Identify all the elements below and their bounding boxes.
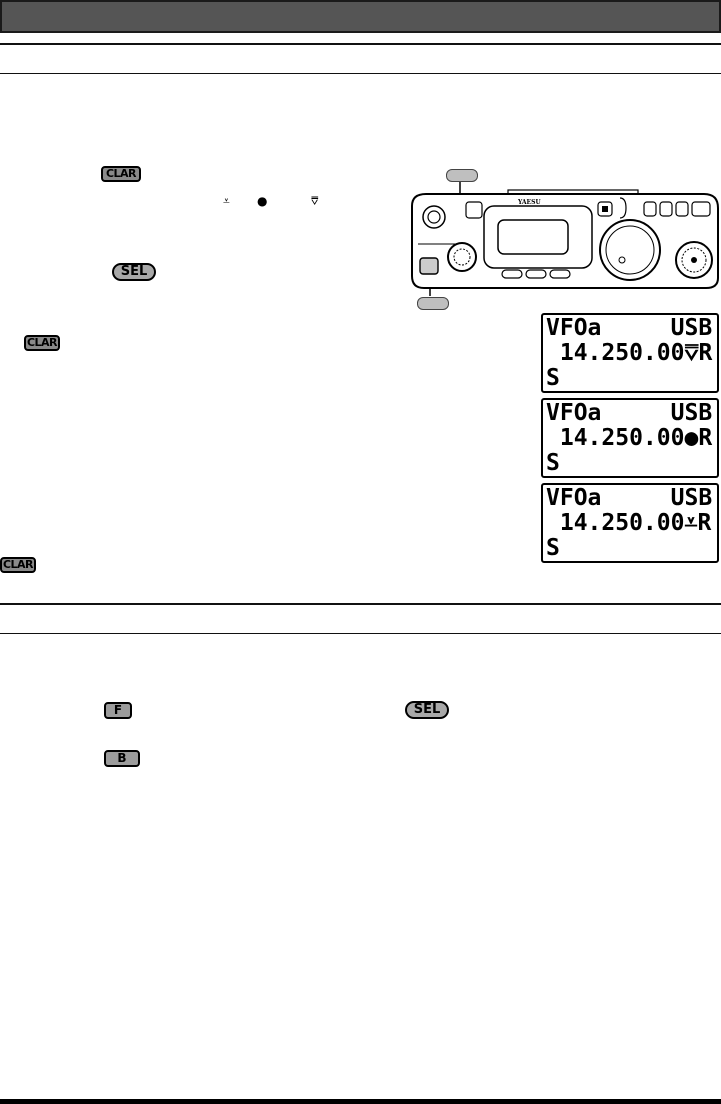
- lcd-vfo-line: VFOa USB: [546, 400, 713, 426]
- rule-top-2: [0, 73, 721, 74]
- clar-key-2: CLAR: [24, 335, 60, 351]
- lcd-vfo-line: VFOa USB: [546, 485, 713, 511]
- lcd-meter-line: S: [546, 365, 560, 391]
- b-key: B: [104, 750, 140, 767]
- sel-key-1: SEL: [112, 263, 156, 281]
- section-header-bar: [0, 0, 721, 33]
- radio-brand-label: YAESU: [517, 199, 541, 206]
- page-bottom-rule: [0, 1099, 721, 1104]
- lcd-frequency-line: 14.250.00⩡R: [546, 510, 712, 536]
- lcd-frequency-line: 14.250.00●R: [546, 425, 713, 451]
- rule-mid-2: [0, 633, 721, 634]
- callout-label-top: [446, 169, 478, 182]
- rule-top-1: [0, 43, 721, 45]
- offset-center-icon: ●: [257, 194, 268, 208]
- lcd-display-minus: VFOa USB 14.250.00⩡R S: [541, 483, 719, 563]
- lcd-display-center: VFOa USB 14.250.00●R S: [541, 398, 719, 478]
- sel-key-2: SEL: [405, 701, 449, 719]
- callout-label-bottom: [417, 297, 449, 310]
- lcd-display-plus: VFOa USB 14.250.00⩢R S: [541, 313, 719, 393]
- radio-front-panel-illustration: YAESU: [411, 182, 719, 296]
- f-key: F: [104, 702, 132, 719]
- lcd-meter-line: S: [546, 535, 560, 561]
- rule-mid-1: [0, 603, 721, 605]
- lcd-meter-line: S: [546, 450, 560, 476]
- offset-minus-icon: ⩡: [223, 194, 230, 208]
- offset-plus-icon: ⩢: [311, 194, 319, 208]
- clar-key-1: CLAR: [101, 166, 141, 182]
- clar-key-3: CLAR: [0, 557, 36, 573]
- lcd-vfo-line: VFOa USB: [546, 315, 713, 341]
- lcd-frequency-line: 14.250.00⩢R: [546, 340, 713, 366]
